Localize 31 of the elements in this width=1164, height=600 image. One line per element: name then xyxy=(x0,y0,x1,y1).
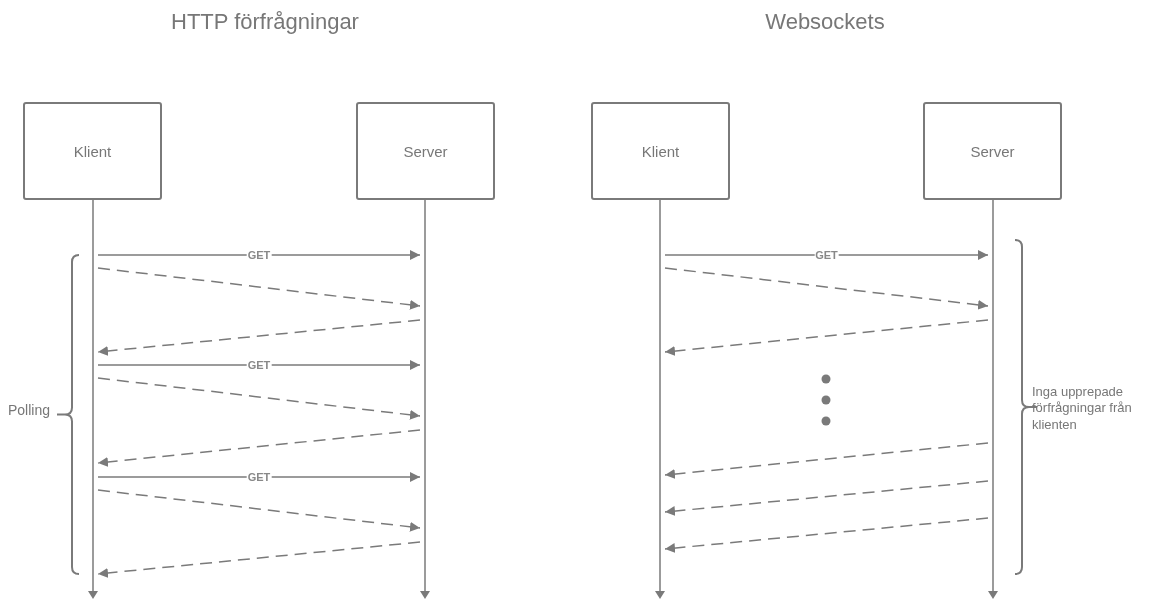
lifeline xyxy=(88,200,98,600)
lifeline-box: Server xyxy=(923,102,1062,200)
edge-label: GET xyxy=(246,249,272,261)
message-arrow xyxy=(664,267,989,310)
edge-label: GET xyxy=(814,249,839,261)
message-arrow xyxy=(664,442,989,479)
message-arrow xyxy=(97,377,421,420)
brace-label: Inga upprepade förfrågningar från klienten xyxy=(1032,384,1133,433)
section-heading: HTTP förfrågningar xyxy=(170,8,360,36)
message-arrow xyxy=(664,319,989,356)
message-arrow xyxy=(664,250,989,260)
lifeline xyxy=(655,200,665,600)
lifeline-box: Server xyxy=(356,102,495,200)
lifeline xyxy=(420,200,430,600)
lifeline-box: Klient xyxy=(591,102,730,200)
edge-label: GET xyxy=(246,471,272,483)
message-arrow xyxy=(97,429,421,467)
lifeline-box: Klient xyxy=(23,102,162,200)
brace-label: Polling xyxy=(8,402,52,420)
message-arrow xyxy=(97,541,421,578)
message-arrow xyxy=(97,360,421,370)
message-arrow xyxy=(97,319,421,356)
message-arrow xyxy=(664,480,989,516)
edge-label: GET xyxy=(246,359,272,371)
lifeline xyxy=(988,200,998,600)
section-heading: Websockets xyxy=(764,8,886,36)
message-arrow xyxy=(97,489,421,532)
message-arrow xyxy=(97,250,421,260)
message-arrow xyxy=(97,267,421,310)
message-arrow xyxy=(97,472,421,482)
message-arrow xyxy=(664,517,989,553)
